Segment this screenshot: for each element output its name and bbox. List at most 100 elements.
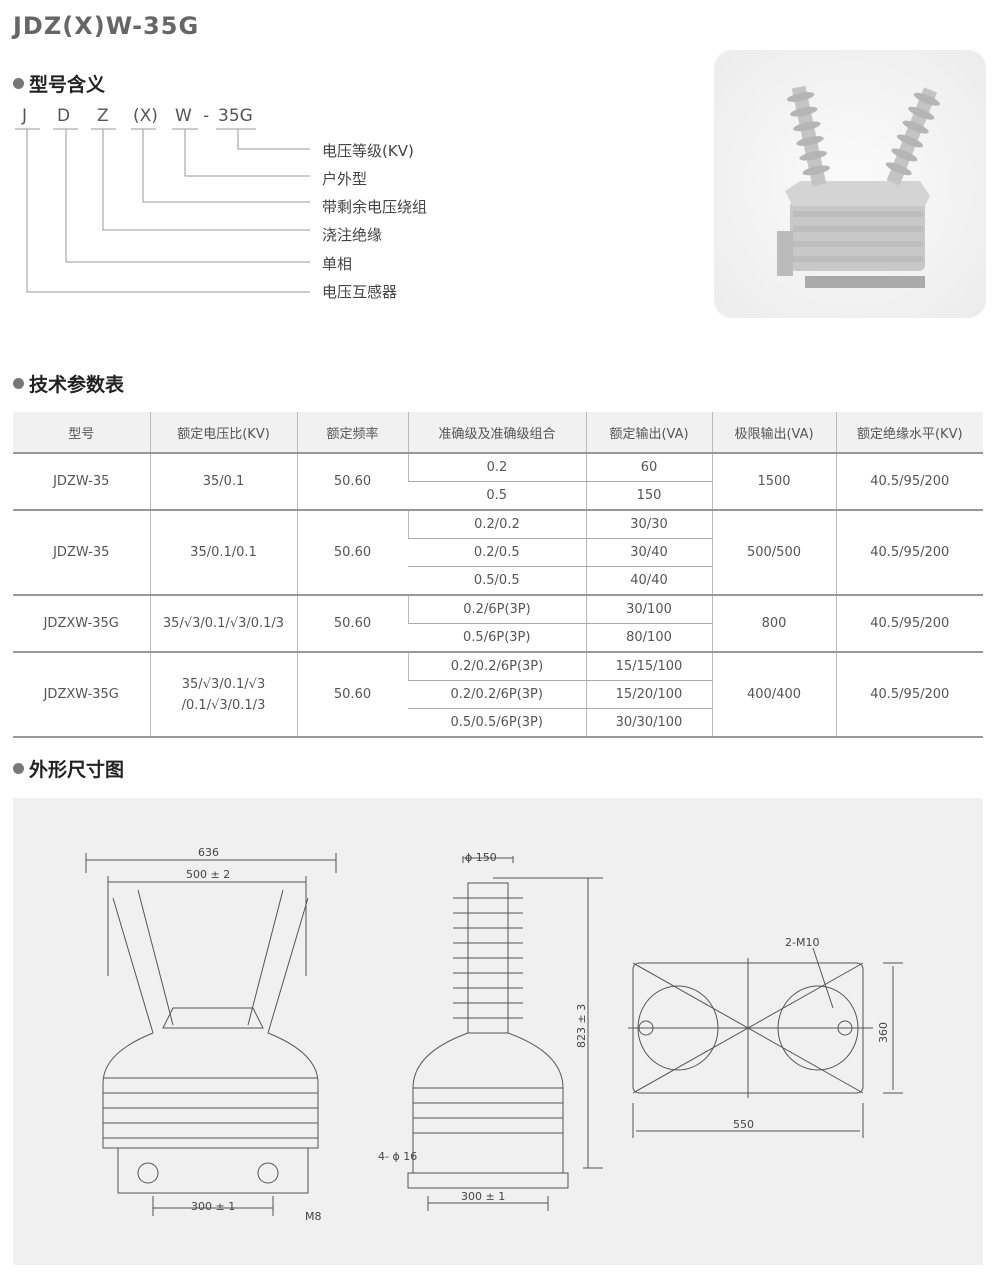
header-insulation: 额定绝缘水平(KV) xyxy=(835,412,983,454)
section-title: 型号含义 xyxy=(29,74,106,96)
table-row: 0.5 150 xyxy=(13,481,983,510)
bullet-icon xyxy=(13,763,24,774)
cell-model: JDZW-35 xyxy=(53,474,110,489)
table-row: JDZW-35 35/0.1/0.1 50.60 0.2/0.2 30/30 5… xyxy=(13,509,983,595)
cell-accuracy: 0.2/0.2/6P(3P) xyxy=(408,680,586,709)
code-leader-lines xyxy=(15,128,310,293)
dim-side-base: 300 ± 1 xyxy=(461,1190,505,1203)
front-view xyxy=(85,853,337,1216)
code-letter: (X) xyxy=(133,106,158,126)
cell-output: 30/100 xyxy=(585,594,712,624)
dim-side-diameter: ϕ 150 xyxy=(465,851,497,864)
cell-insulation: 40.5/95/200 xyxy=(835,509,983,595)
dim-side-holes: 4- ϕ 16 xyxy=(378,1150,417,1163)
dim-front-spacing: 500 ± 2 xyxy=(186,868,230,881)
cell-frequency: 50.60 xyxy=(296,651,408,737)
table-row: JDZXW-35G 35/√3/0.1/√3/0.1/3 50.60 0.2/6… xyxy=(13,594,983,652)
table-header-row: 型号 额定电压比(KV) 额定频率 准确级及准确级组合 额定输出(VA) 极限输… xyxy=(13,412,983,454)
bullet-icon xyxy=(13,378,24,389)
cell-insulation: 40.5/95/200 xyxy=(835,651,983,737)
cell-ratio: 35/√3/0.1/√3/0.1/3 xyxy=(149,594,297,652)
cell-ratio: 35/√3/0.1/√3/0.1/√3/0.1/3 xyxy=(149,651,297,737)
header-output: 额定输出(VA) xyxy=(585,412,712,454)
cell-output: 150 xyxy=(585,481,712,510)
cell-accuracy: 0.5 xyxy=(486,488,508,503)
header-frequency: 额定频率 xyxy=(296,412,408,454)
cell-frequency: 50.60 xyxy=(296,509,408,595)
ratio-line: /0.1/√3/0.1/3 xyxy=(181,697,266,713)
code-letter: 35G xyxy=(218,106,253,126)
cell-accuracy: 0.2/6P(3P) xyxy=(407,594,586,624)
meaning-voltage-transformer: 电压互感器 xyxy=(322,283,398,301)
table-row: JDZW-35 35/0.1 50.60 0.2 60 1500 40.5/95… xyxy=(13,453,983,510)
meaning-cast-insulation: 浇注绝缘 xyxy=(322,226,383,244)
table-row: JDZXW-35G 35/√3/0.1/√3/0.1/√3/0.1/3 50.6… xyxy=(13,651,983,737)
cell-frequency: 50.60 xyxy=(296,594,408,652)
table-row: 0.5/0.5/6P(3P)30/30/100 xyxy=(13,708,983,737)
dim-top-depth: 360 xyxy=(877,1022,890,1043)
header-accuracy: 准确级及准确级组合 xyxy=(407,412,586,454)
cell-ratio: 35/0.1/0.1 xyxy=(149,509,297,595)
cell-output: 15/15/100 xyxy=(585,651,712,681)
cell-insulation: 40.5/95/200 xyxy=(835,453,983,510)
meaning-voltage-level: 电压等级(KV) xyxy=(322,142,414,160)
cell-limit: 400/400 xyxy=(711,651,836,737)
cell-output: 60 xyxy=(585,453,712,482)
cell-frequency: 50.60 xyxy=(296,453,408,510)
cell-output: 15/20/100 xyxy=(585,680,712,709)
cell-ratio: 35/0.1 xyxy=(149,453,297,510)
section-tech-params: 技术参数表 xyxy=(13,370,124,397)
cell-limit: 800 xyxy=(711,594,836,652)
code-letter: W xyxy=(175,106,192,126)
header-ratio: 额定电压比(KV) xyxy=(149,412,297,454)
meaning-outdoor: 户外型 xyxy=(322,170,368,188)
cell-model: JDZXW-35G xyxy=(13,651,150,737)
cell-accuracy: 0.5/6P(3P) xyxy=(463,630,531,645)
code-letter: D xyxy=(57,106,71,126)
dim-front-width: 636 xyxy=(198,846,219,859)
cell-limit: 500/500 xyxy=(711,509,836,595)
section-title: 外形尺寸图 xyxy=(29,759,125,781)
side-view xyxy=(407,856,603,1211)
header-limit-output: 极限输出(VA) xyxy=(711,412,836,454)
cell-accuracy: 0.2/0.5 xyxy=(408,538,586,567)
header-model: 型号 xyxy=(13,412,150,454)
section-title: 技术参数表 xyxy=(29,374,125,396)
cell-output: 30/40 xyxy=(585,538,712,567)
dim-front-bolt: M8 xyxy=(305,1210,322,1223)
code-letter: - xyxy=(203,106,210,126)
code-letter: J xyxy=(22,106,28,126)
cell-model: JDZXW-35G xyxy=(13,594,150,652)
product-photo xyxy=(714,50,986,318)
page-title: JDZ(X)W-35G xyxy=(13,12,200,40)
cell-limit: 1500 xyxy=(711,453,836,510)
ratio-line: 35/√3/0.1/√3 xyxy=(181,676,266,692)
cell-output: 30/30 xyxy=(585,509,712,539)
cell-insulation: 40.5/95/200 xyxy=(835,594,983,652)
table-row: 0.2/0.2/6P(3P)15/20/100 xyxy=(13,680,983,709)
dim-top-width: 550 xyxy=(733,1118,754,1131)
bullet-icon xyxy=(13,78,24,89)
meaning-residual-winding: 带剩余电压绕组 xyxy=(322,198,428,216)
dimension-drawings: 636 500 ± 2 300 ± 1 M8 ϕ 150 823 ± 3 4- … xyxy=(13,798,983,1265)
cell-accuracy: 0.2/0.2/6P(3P) xyxy=(407,651,586,681)
top-view xyxy=(628,947,903,1138)
cell-accuracy: 0.5/0.5 xyxy=(473,573,520,588)
cell-accuracy: 0.2/0.2 xyxy=(407,509,586,539)
table-row: 0.5/6P(3P) 80/100 xyxy=(13,623,983,652)
transformer-image xyxy=(777,85,940,288)
cell-accuracy: 0.2 xyxy=(407,453,586,482)
meaning-single-phase: 单相 xyxy=(322,255,353,273)
cell-accuracy: 0.5/0.5/6P(3P) xyxy=(450,715,543,730)
parameters-table: 型号 额定电压比(KV) 额定频率 准确级及准确级组合 额定输出(VA) 极限输… xyxy=(13,412,983,738)
section-model-meaning: 型号含义 xyxy=(13,70,105,97)
dim-top-bolts: 2-M10 xyxy=(785,936,819,949)
cell-output: 80/100 xyxy=(585,623,712,652)
dim-side-height: 823 ± 3 xyxy=(575,1004,588,1048)
section-dimensions: 外形尺寸图 xyxy=(13,755,124,782)
dim-front-base: 300 ± 1 xyxy=(191,1200,235,1213)
code-letter: Z xyxy=(97,106,109,126)
drawing-svg: 636 500 ± 2 300 ± 1 M8 ϕ 150 823 ± 3 4- … xyxy=(85,846,903,1223)
